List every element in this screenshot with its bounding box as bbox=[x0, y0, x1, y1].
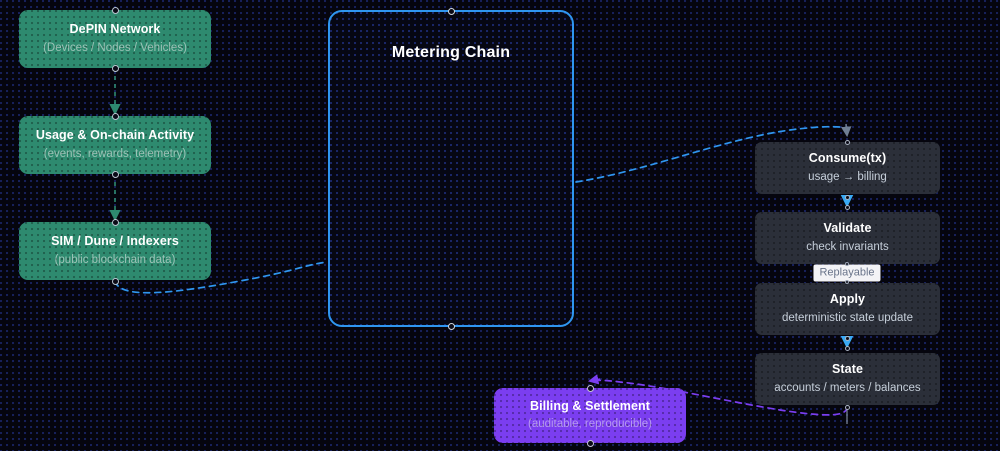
edge-label-replayable[interactable]: Replayable bbox=[813, 264, 881, 282]
node-billing-settlement-title: Billing & Settlement bbox=[529, 398, 651, 413]
handle-depin-top[interactable] bbox=[111, 6, 119, 14]
node-validate-title: Validate bbox=[823, 221, 872, 236]
node-apply-subtitle: deterministic state update bbox=[781, 311, 914, 324]
node-state[interactable]: State accounts / meters / balances bbox=[755, 353, 940, 405]
handle-state-bottom[interactable] bbox=[844, 404, 850, 410]
handle-apply-bottom[interactable] bbox=[844, 335, 850, 341]
node-billing-settlement[interactable]: Billing & Settlement (auditable, reprodu… bbox=[494, 388, 686, 443]
node-apply-title: Apply bbox=[829, 292, 866, 307]
handle-billing-bottom[interactable] bbox=[586, 439, 594, 447]
node-consume-tx-title: Consume(tx) bbox=[808, 151, 887, 166]
node-depin-network[interactable]: DePIN Network (Devices / Nodes / Vehicle… bbox=[19, 10, 211, 68]
handle-group-top[interactable] bbox=[447, 7, 455, 15]
node-billing-settlement-subtitle: (auditable, reproducible) bbox=[527, 418, 653, 431]
node-usage-onchain-activity-title: Usage & On-chain Activity bbox=[35, 128, 195, 143]
node-apply[interactable]: Apply deterministic state update bbox=[755, 283, 940, 335]
node-usage-onchain-activity[interactable]: Usage & On-chain Activity (events, rewar… bbox=[19, 116, 211, 174]
node-sim-dune-indexers[interactable]: SIM / Dune / Indexers (public blockchain… bbox=[19, 222, 211, 280]
node-usage-onchain-activity-subtitle: (events, rewards, telemetry) bbox=[43, 147, 187, 160]
node-depin-network-subtitle: (Devices / Nodes / Vehicles) bbox=[43, 41, 187, 54]
node-consume-tx-subtitle: usage → billing bbox=[808, 170, 887, 183]
label-dot-bottom bbox=[844, 279, 850, 285]
handle-usage-top[interactable] bbox=[111, 112, 119, 120]
handle-indexers-bottom[interactable] bbox=[111, 277, 119, 285]
node-validate[interactable]: Validate check invariants bbox=[755, 212, 940, 264]
node-state-title: State bbox=[831, 362, 864, 377]
handle-consume-bottom[interactable] bbox=[844, 194, 850, 200]
node-state-subtitle: accounts / meters / balances bbox=[774, 381, 921, 394]
metering-chain-title: Metering Chain bbox=[391, 44, 511, 61]
label-dot-top bbox=[844, 261, 850, 267]
handle-validate-top[interactable] bbox=[844, 204, 850, 210]
node-consume-tx[interactable]: Consume(tx) usage → billing bbox=[755, 142, 940, 194]
node-sim-dune-indexers-subtitle: (public blockchain data) bbox=[54, 253, 176, 266]
metering-chain-group[interactable]: Metering Chain bbox=[328, 10, 574, 327]
node-depin-network-title: DePIN Network bbox=[69, 22, 161, 37]
handle-consume-top[interactable] bbox=[844, 139, 850, 145]
handle-billing-top[interactable] bbox=[586, 384, 594, 392]
handle-usage-bottom[interactable] bbox=[111, 170, 119, 178]
node-sim-dune-indexers-title: SIM / Dune / Indexers bbox=[51, 234, 179, 249]
handle-indexers-top[interactable] bbox=[111, 218, 119, 226]
node-validate-subtitle: check invariants bbox=[806, 240, 889, 253]
handle-group-bottom[interactable] bbox=[447, 322, 455, 330]
handle-depin-bottom[interactable] bbox=[111, 64, 119, 72]
handle-state-top[interactable] bbox=[844, 345, 850, 351]
